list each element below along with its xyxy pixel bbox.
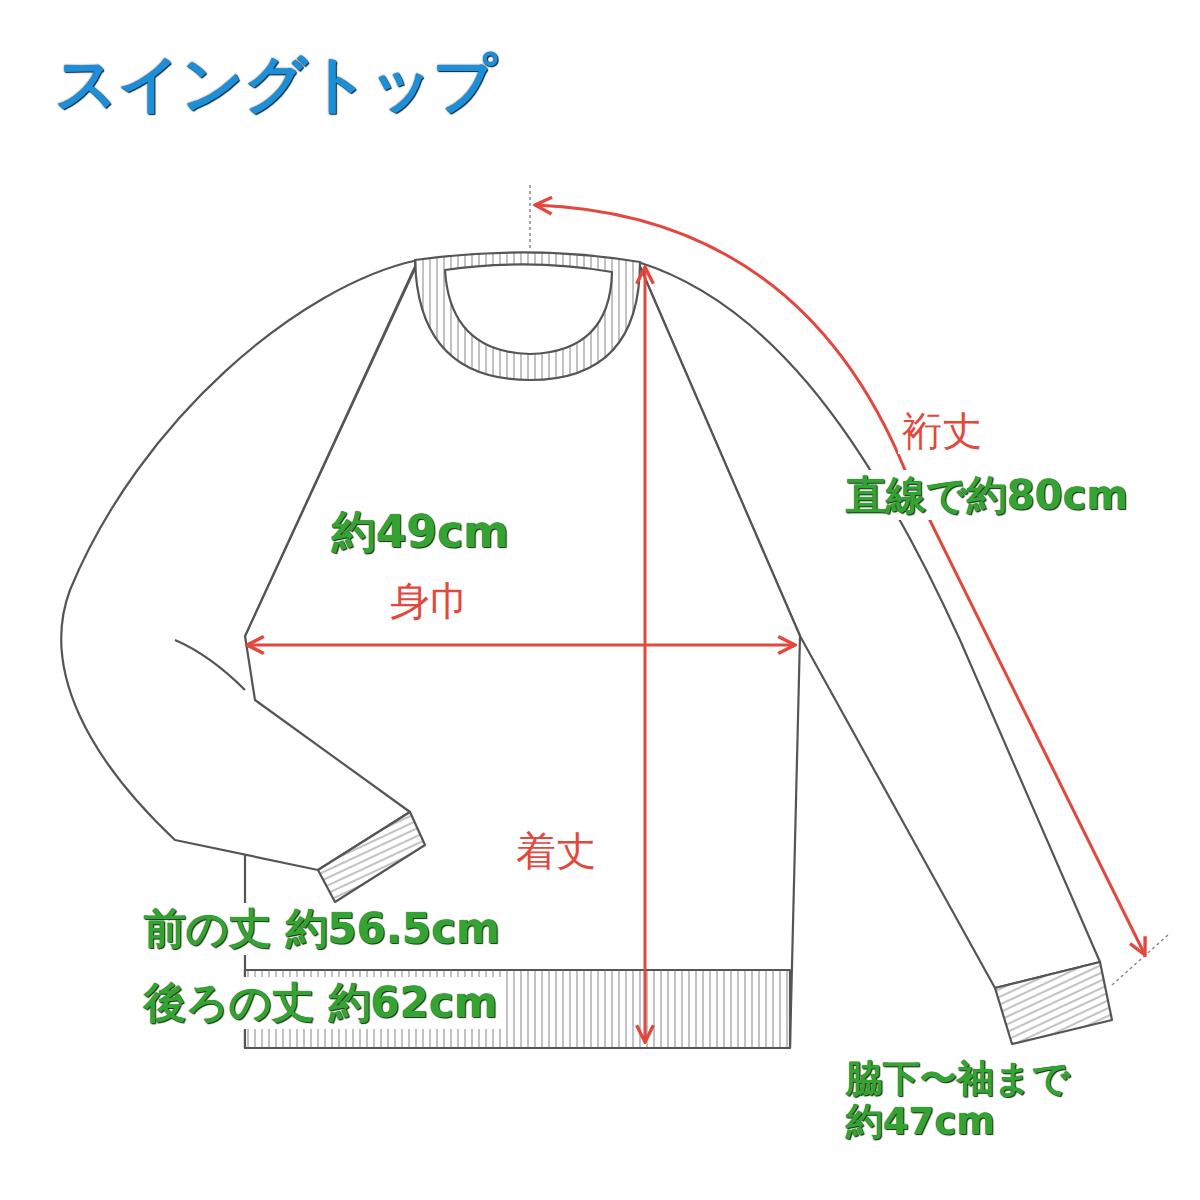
right-cuff <box>995 962 1112 1044</box>
left-cuff <box>318 812 425 902</box>
left-sleeve-fold <box>175 640 245 690</box>
center-dotted <box>529 185 531 248</box>
back-length: 後ろの丈 約62cm <box>138 977 504 1029</box>
mihaba-arrow <box>247 644 795 647</box>
yuki-label: 裄丈 <box>898 408 986 454</box>
kitake-arrow <box>644 267 647 1042</box>
kitake-label: 着丈 <box>512 828 600 874</box>
front-length: 前の丈 約56.5cm <box>138 903 506 955</box>
sleeve-length: 脇下〜袖まで 約47cm <box>840 1056 1122 1145</box>
left-sleeve <box>61 260 418 870</box>
title: スイングトップ <box>55 48 496 119</box>
neck-opening <box>445 264 612 354</box>
mihaba-value: 約49cm <box>326 505 515 560</box>
mihaba-label: 身巾 <box>386 578 474 624</box>
yuki-value: 直線で約80cm <box>840 470 1134 520</box>
collar <box>415 252 640 380</box>
yuki-arrow <box>535 205 1145 955</box>
